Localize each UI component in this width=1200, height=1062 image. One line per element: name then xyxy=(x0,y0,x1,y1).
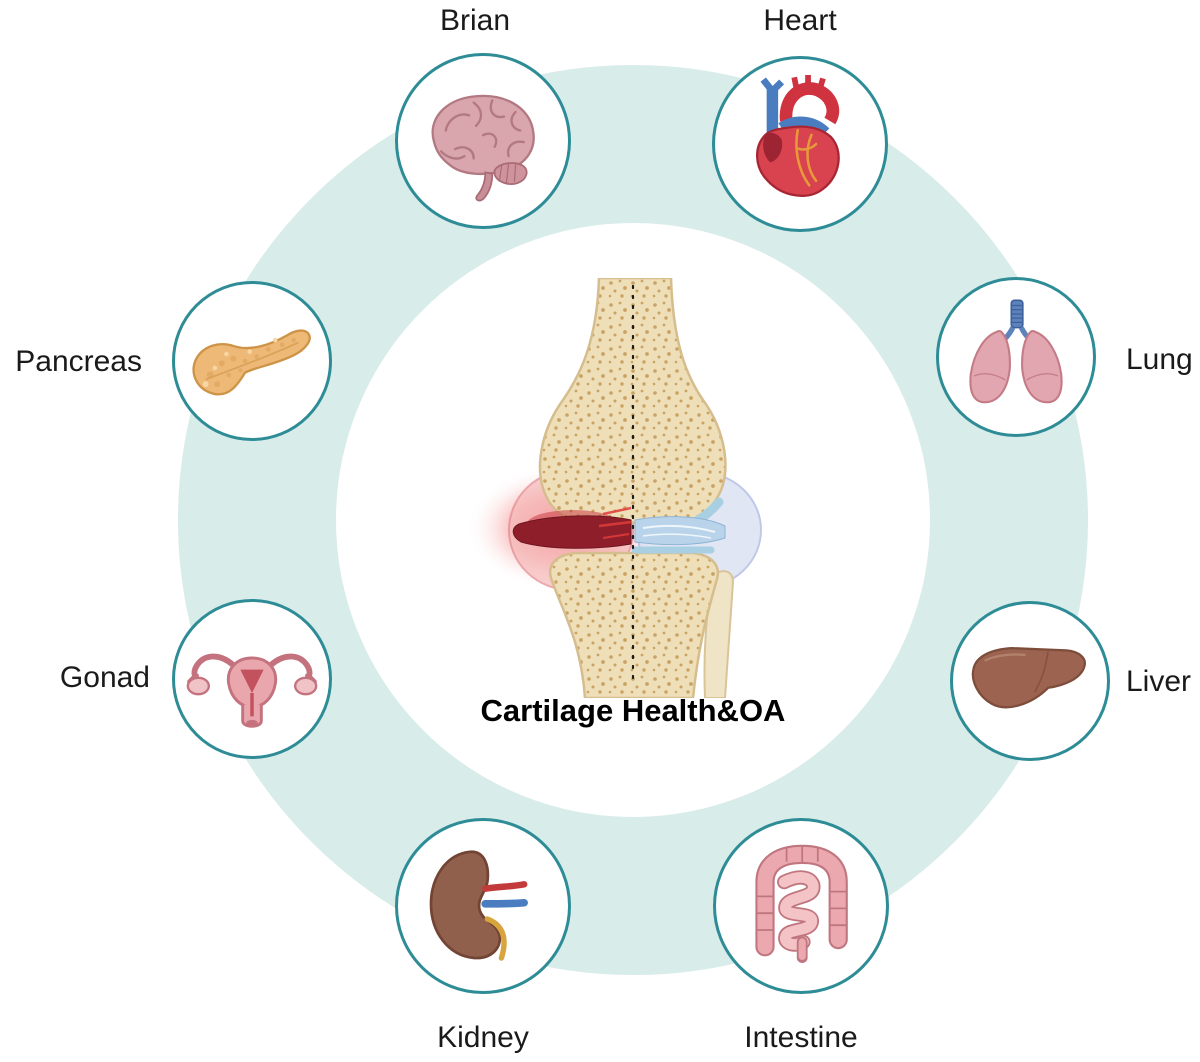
organ-circle-brain xyxy=(395,53,571,229)
label-pancreas: Pancreas xyxy=(15,345,142,378)
organ-circle-gonad xyxy=(172,599,332,759)
lung-icon xyxy=(969,299,1063,404)
label-heart: Heart xyxy=(763,4,837,37)
diagram-title: Cartilage Health&OA xyxy=(480,693,786,728)
intestine-icon xyxy=(755,844,848,963)
label-lung: Lung xyxy=(1126,343,1193,376)
organ-circle-lung xyxy=(936,277,1096,437)
organ-circle-kidney xyxy=(395,818,571,994)
heart-icon xyxy=(756,75,840,197)
organ-circle-pancreas xyxy=(172,281,332,441)
pancreas-icon xyxy=(192,329,311,396)
knee-joint-illustration xyxy=(466,278,762,698)
organ-circle-liver xyxy=(950,601,1110,761)
kidney-icon xyxy=(429,850,528,961)
label-kidney: Kidney xyxy=(437,1021,529,1054)
organ-circle-heart xyxy=(712,56,888,232)
label-brain: Brian xyxy=(439,4,511,37)
label-intestine: Intestine xyxy=(744,1021,858,1054)
label-liver: Liver xyxy=(1126,665,1192,698)
label-gonad: Gonad xyxy=(59,661,150,694)
gonad-icon xyxy=(186,653,318,728)
organ-circle-intestine xyxy=(713,818,889,994)
brain-icon xyxy=(431,94,535,202)
liver-icon xyxy=(971,646,1086,709)
